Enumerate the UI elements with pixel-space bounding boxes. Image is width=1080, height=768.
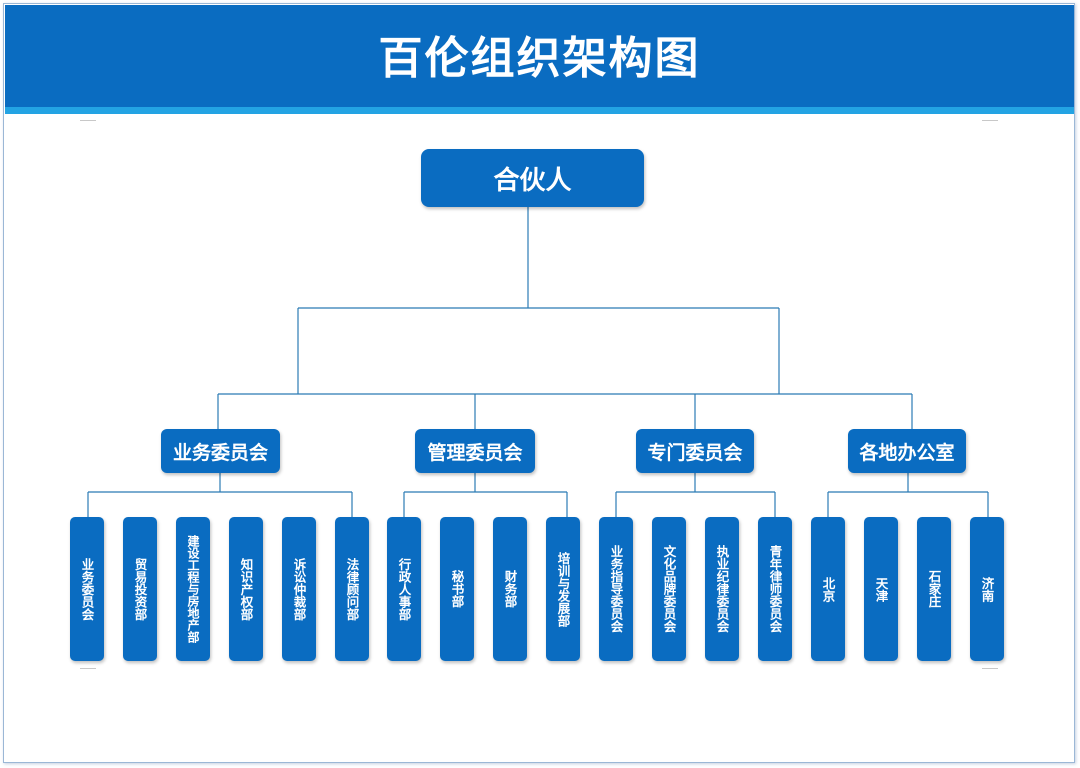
node-label: 业务委员会 [172,441,268,464]
crop-mark [80,668,96,685]
leaf-label: 北京 [820,576,836,602]
leaf-label: 建设工程与房地产部 [186,535,200,643]
leaf-label: 石家庄 [926,570,942,608]
leaf-label: 业务委员会 [79,557,95,621]
node-label: 合伙人 [493,165,572,196]
leaf-label: 文化品牌委员会 [661,545,677,633]
leaf-node: 财务部 [493,517,527,661]
diagram-title: 百伦组织架构图 [378,33,701,84]
node-special-committee: 专门委员会 [636,429,754,473]
leaf-node: 执业纪律委员会 [705,517,739,661]
leaf-node: 石家庄 [917,517,951,661]
leaf-node: 北京 [811,517,845,661]
leaf-node: 秘书部 [440,517,474,661]
leaf-label: 青年律师委员会 [767,545,783,633]
leaf-node: 知识产权部 [229,517,263,661]
node-label: 专门委员会 [647,441,743,464]
leaf-label: 业务指导委员会 [608,545,624,633]
leaf-node: 诉讼仲裁部 [282,517,316,661]
title-bar: 百伦组织架构图 [5,5,1074,107]
leaf-node: 文化品牌委员会 [652,517,686,661]
crop-mark [982,104,998,121]
leaf-node: 天津 [864,517,898,661]
leaf-label: 秘书部 [449,570,465,608]
leaf-node: 建设工程与房地产部 [176,517,210,661]
leaf-node: 贸易投资部 [123,517,157,661]
leaf-label: 济南 [979,576,995,602]
leaf-node: 业务指导委员会 [599,517,633,661]
leaf-label: 天津 [873,576,889,602]
leaf-node: 法律顾问部 [335,517,369,661]
node-business-committee: 业务委员会 [161,429,280,473]
leaf-node: 青年律师委员会 [758,517,792,661]
leaf-label: 行政人事部 [396,557,412,621]
node-management-committee: 管理委员会 [415,429,535,473]
leaf-node: 行政人事部 [387,517,421,661]
node-root-partners: 合伙人 [421,149,644,207]
leaf-node: 业务委员会 [70,517,104,661]
crop-mark [982,668,998,685]
leaf-label: 贸易投资部 [132,557,148,621]
leaf-node: 培训与发展部 [546,517,580,661]
node-regional-offices: 各地办公室 [848,429,966,473]
title-accent-stripe [5,107,1074,114]
leaf-label: 知识产权部 [238,557,254,621]
node-label: 管理委员会 [427,441,523,464]
node-label: 各地办公室 [859,441,955,464]
leaf-label: 诉讼仲裁部 [291,557,307,621]
leaf-label: 财务部 [502,570,518,608]
leaf-label: 法律顾问部 [344,557,360,621]
leaf-node: 济南 [970,517,1004,661]
leaf-label: 培训与发展部 [555,551,571,627]
crop-mark [80,104,96,121]
leaf-label: 执业纪律委员会 [714,545,730,633]
